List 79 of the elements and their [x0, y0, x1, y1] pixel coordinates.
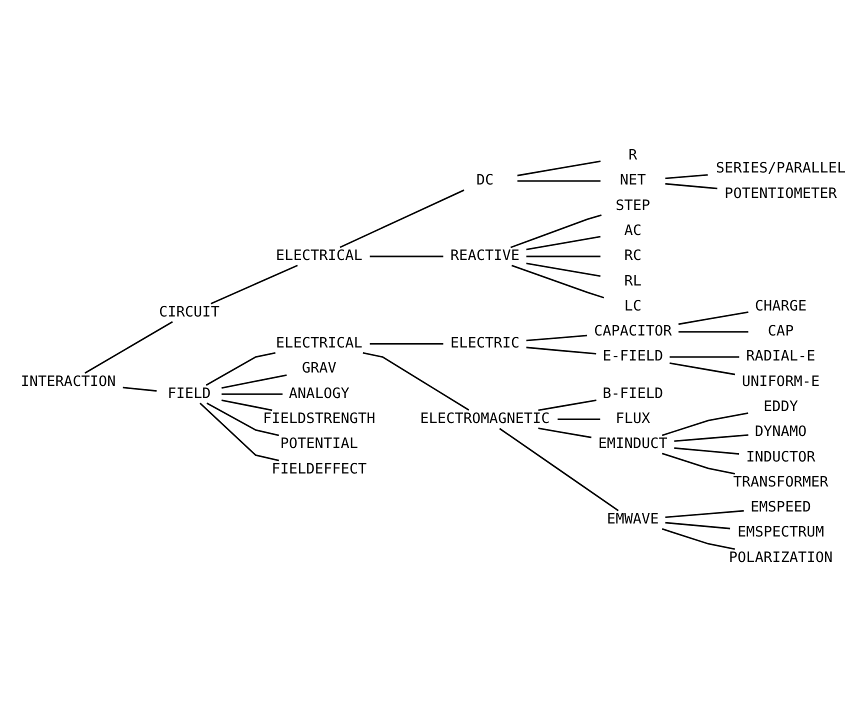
node-text: POTENTIAL: [280, 436, 358, 452]
connector: [122, 386, 156, 392]
connector: [669, 356, 739, 358]
connector: [664, 174, 708, 179]
node-text: RADIAL-E: [746, 348, 815, 364]
connector: [661, 528, 734, 550]
node-text: INTERACTION: [20, 373, 116, 390]
connector: [526, 255, 600, 257]
node-text: EDDY: [762, 398, 798, 415]
node-text: EMWAVE: [606, 511, 658, 528]
connector: [516, 160, 600, 176]
connector: [510, 214, 602, 248]
node-text: POTENTIOMETER: [724, 185, 836, 202]
connector: [210, 264, 298, 304]
node-text: DC: [476, 172, 494, 188]
connector: [498, 427, 618, 511]
connector: [526, 262, 600, 276]
node-text: STEP: [615, 197, 650, 214]
connector: [526, 334, 587, 341]
node-text: GRAV: [301, 360, 336, 376]
connector: [205, 352, 276, 386]
node-text: LC: [624, 298, 642, 314]
node-text: INDUCTOR: [746, 448, 815, 465]
node-text: SERIES/PARALLEL: [715, 160, 846, 176]
node-text: CIRCUIT: [158, 304, 219, 320]
connector: [664, 510, 744, 518]
node-text: E-FIELD: [602, 348, 663, 364]
node-text: CAPACITOR: [593, 323, 672, 340]
connector: [664, 182, 717, 189]
node-text: UNIFORM-E: [741, 373, 820, 390]
connector: [674, 434, 748, 442]
connector: [510, 264, 604, 298]
connector: [221, 392, 282, 394]
connector: [369, 342, 443, 344]
connector: [84, 320, 172, 374]
node-text: AC: [624, 222, 642, 238]
node-text: FIELDEFFECT: [271, 460, 366, 477]
node-text: CAP: [767, 323, 794, 340]
connector: [661, 452, 734, 474]
node-text: ELECTRICAL: [275, 248, 362, 264]
connector: [206, 402, 279, 436]
connector: [669, 362, 735, 375]
connector: [339, 188, 464, 248]
connector: [516, 180, 600, 182]
node-text: ANALOGY: [288, 385, 349, 402]
node-text: B-FIELD: [602, 385, 663, 402]
node-text: TRANSFORMER: [732, 474, 828, 490]
node-text: ELECTRIC: [450, 335, 520, 352]
node-text: REACTIVE: [450, 248, 520, 264]
node-text: ELECTRICAL: [275, 335, 362, 352]
node-text: RL: [624, 272, 642, 289]
connector: [220, 399, 272, 410]
node-text: EMSPEED: [750, 499, 811, 516]
node-text: NET: [619, 172, 646, 188]
connector: [557, 418, 600, 420]
connector: [362, 352, 469, 410]
connector: [199, 402, 279, 461]
node-text: FIELD: [167, 385, 210, 402]
connector: [674, 446, 739, 454]
node-text: CHARGE: [754, 298, 806, 314]
node-text: FLUX: [615, 410, 650, 426]
node-text: R: [628, 147, 637, 164]
node-text: POLARIZATION: [728, 549, 832, 566]
connector: [678, 310, 748, 324]
node-text: DYNAMO: [754, 424, 806, 440]
connector: [526, 235, 600, 250]
node-text: RC: [624, 248, 642, 264]
connector: [664, 521, 730, 529]
node-text: FIELDSTRENGTH: [262, 410, 375, 426]
connector: [220, 374, 286, 388]
node-text: ELECTROMAGNETIC: [420, 410, 550, 426]
connector: [369, 255, 443, 257]
connector: [526, 346, 596, 354]
connector: [538, 427, 591, 438]
node-text: EMSPECTRUM: [737, 524, 824, 540]
connector: [538, 398, 596, 411]
connector: [661, 412, 748, 436]
connector: [678, 330, 748, 332]
node-text: EMINDUCT: [598, 436, 667, 452]
